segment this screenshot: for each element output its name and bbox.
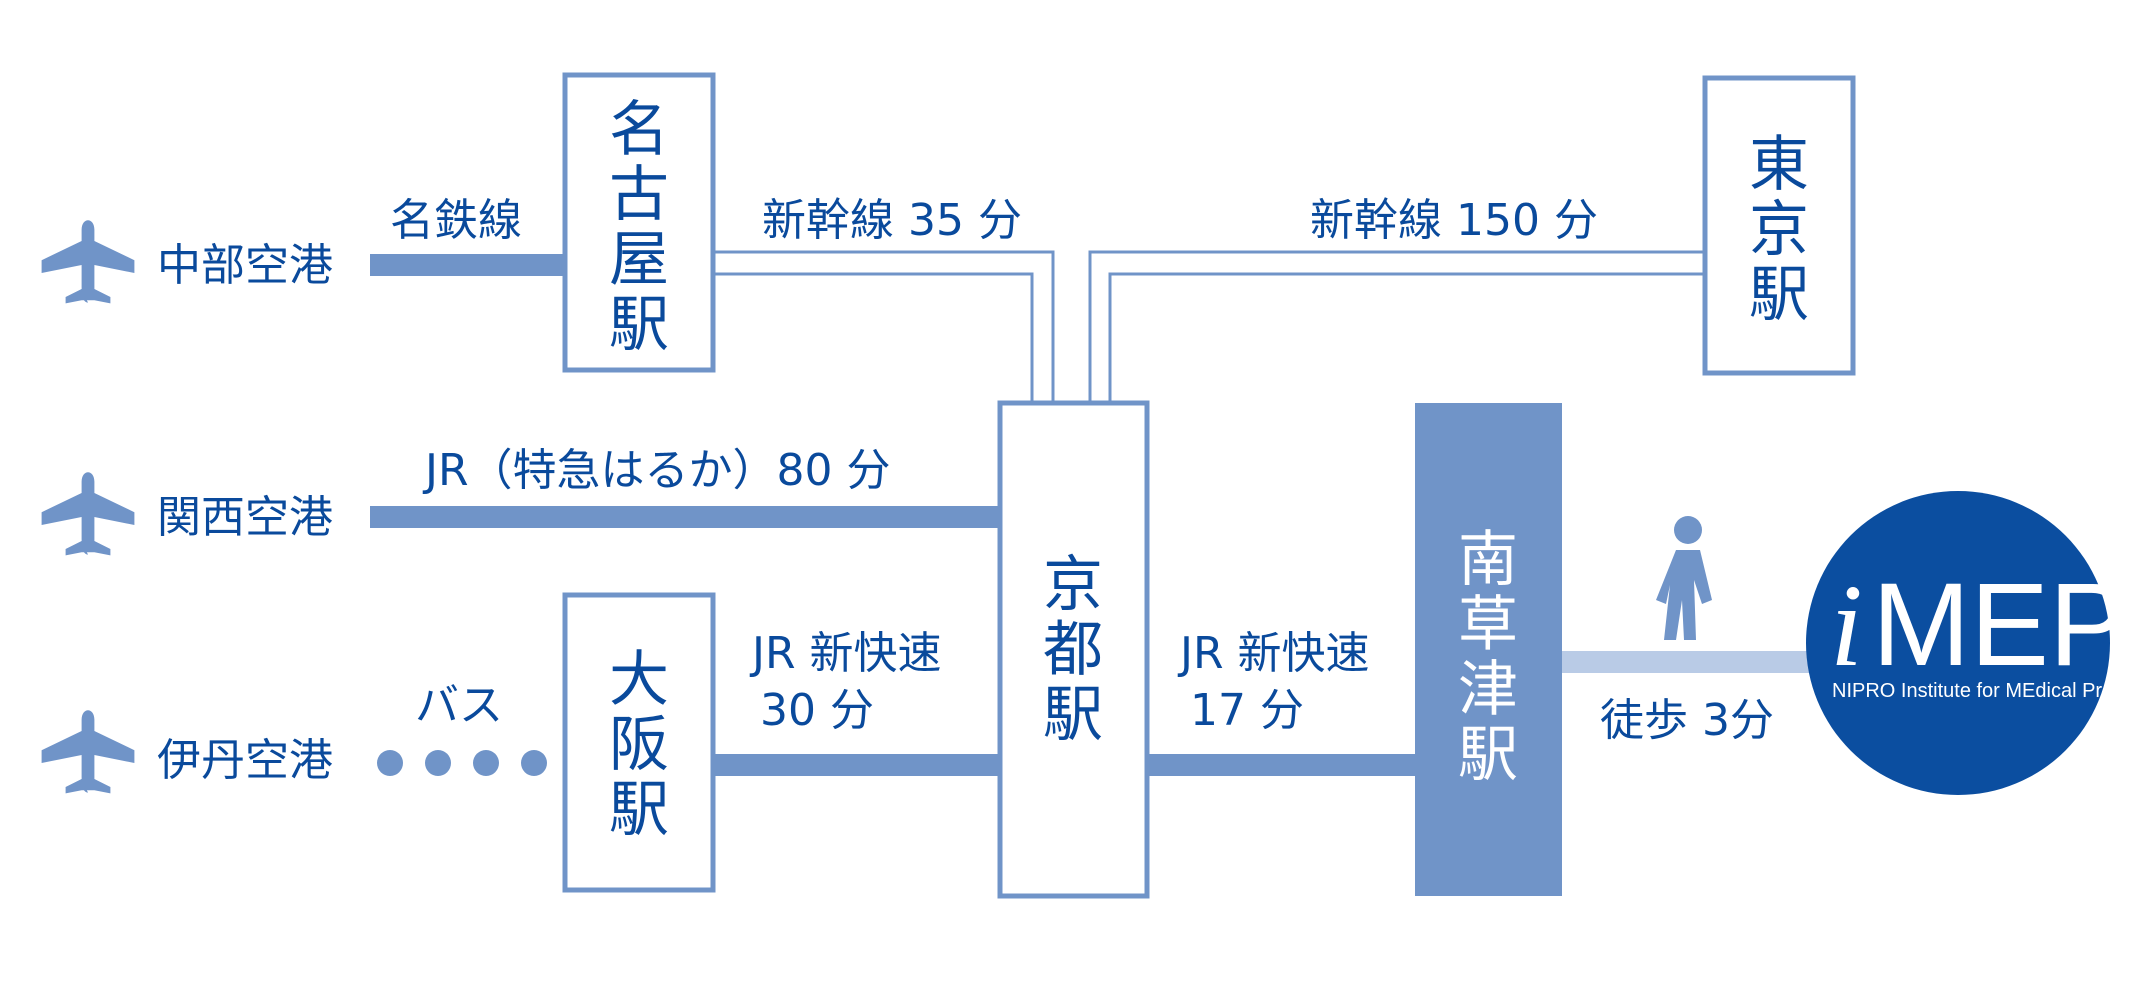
meitetsu-label: 名鉄線 — [390, 195, 522, 246]
station-char: 南 — [1458, 525, 1518, 595]
shinkansen-tokyo-label: 新幹線 150 分 — [1310, 195, 1598, 246]
station-char: 阪 — [609, 710, 669, 780]
osaka-kyoto-label-2: 30 分 — [760, 685, 874, 736]
shinkansen-nagoya-label: 新幹線 35 分 — [762, 195, 1022, 246]
walking-person-icon — [1656, 516, 1712, 640]
imep-logo: i MEP NIPRO Institute for MEdical Practi… — [1806, 491, 2154, 795]
station-char: 駅 — [1043, 680, 1103, 750]
shinkansen-tokyo-line-a — [1088, 250, 1705, 405]
bus-label: バス — [415, 680, 503, 731]
walk-label: 徒歩 3分 — [1600, 695, 1774, 746]
shinkansen-tokyo-line-b — [1108, 272, 1705, 405]
minami-kusatsu-station-name: 南 草 津 駅 — [1458, 525, 1518, 790]
logo-circle — [1806, 491, 2110, 795]
chubu-airport-label: 中部空港 — [157, 240, 333, 291]
station-char: 大 — [609, 645, 669, 715]
airplane-icon — [41, 220, 135, 304]
logo-mep: MEP — [1872, 559, 2128, 691]
itami-airport-label: 伊丹空港 — [157, 735, 333, 786]
logo-i: i — [1830, 560, 1863, 691]
nagoya-station-name: 名 古 屋 駅 — [609, 95, 669, 360]
minami-kusatsu-station-box — [1415, 403, 1562, 896]
station-char: 駅 — [609, 775, 669, 845]
station-char: 京 — [1043, 550, 1103, 620]
station-char: 駅 — [1749, 260, 1809, 330]
station-char: 駅 — [1458, 720, 1518, 790]
station-char: 京 — [1749, 195, 1809, 265]
kyoto-kusatsu-label-1: JR 新快速 — [1177, 628, 1370, 679]
osaka-station-name: 大 阪 駅 — [609, 645, 669, 845]
kyoto-station-box — [997, 400, 1150, 899]
station-char: 屋 — [609, 225, 669, 295]
nagoya-station-box — [562, 72, 716, 373]
tokyo-station-box — [1702, 75, 1856, 376]
kyoto-station-name: 京 都 駅 — [1043, 550, 1103, 750]
shinkansen-nagoya-line-b — [712, 272, 1034, 405]
tokyo-station-name: 東 京 駅 — [1749, 130, 1809, 330]
osaka-kyoto-label-1: JR 新快速 — [749, 628, 942, 679]
kyoto-kusatsu-label-2: 17 分 — [1190, 685, 1304, 736]
bus-dots — [377, 750, 547, 776]
kansai-airport-label: 関西空港 — [157, 492, 333, 543]
haruka-label: JR（特急はるか）80 分 — [422, 445, 891, 496]
logo-subtitle: NIPRO Institute for MEdical Practice — [1832, 680, 2154, 702]
station-char: 草 — [1458, 590, 1518, 660]
airplane-icon — [41, 472, 135, 556]
shinkansen-nagoya-line-a — [712, 250, 1055, 405]
osaka-station-box — [562, 592, 716, 893]
station-char: 古 — [609, 160, 669, 230]
station-char: 東 — [1749, 130, 1809, 200]
station-char: 津 — [1458, 655, 1518, 725]
station-char: 名 — [609, 95, 669, 165]
station-char: 都 — [1043, 615, 1103, 685]
airplane-icon — [41, 710, 135, 794]
station-char: 駅 — [609, 290, 669, 360]
